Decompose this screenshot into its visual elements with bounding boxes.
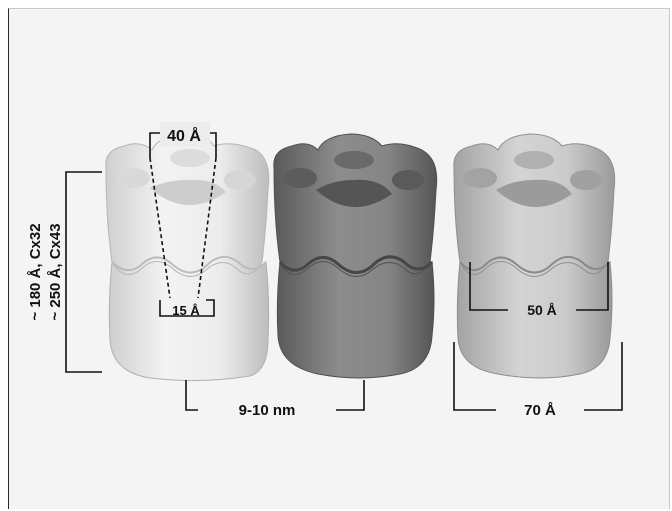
inner-width-label: 50 Å (527, 302, 557, 318)
middle-top-lobe-a (283, 168, 317, 188)
inner-pore-label: 15 Å (172, 303, 200, 318)
left-top-lobe-a (116, 168, 150, 188)
middle-top-lobe-c (334, 151, 374, 169)
right-top-lobe-a (463, 168, 497, 188)
height-bracket (66, 172, 102, 372)
right-top-lobe-b (570, 170, 602, 190)
diameter-label: 9-10 nm (239, 402, 296, 419)
height-label-cx32: ~ 180 Å, Cx32 (27, 223, 44, 320)
right-connexon-model (454, 134, 615, 378)
right-top-lobe-c (514, 151, 554, 169)
left-top-lobe-c (170, 149, 210, 167)
left-connexon-model (106, 134, 269, 381)
outer-width-label: 70 Å (524, 402, 556, 419)
left-top-lobe-b (224, 170, 256, 190)
middle-top-lobe-b (392, 170, 424, 190)
height-label-cx43: ~ 250 Å, Cx43 (47, 223, 64, 320)
middle-connexon-model (274, 134, 437, 378)
top-pore-label: 40 Å (167, 126, 201, 145)
